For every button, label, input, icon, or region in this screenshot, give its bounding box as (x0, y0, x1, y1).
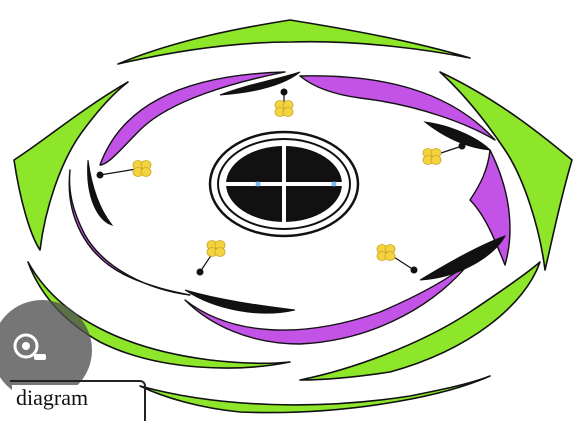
petal-left (69, 170, 190, 295)
anther (275, 101, 293, 117)
lens-badge-icon (10, 330, 50, 370)
ovule-right (332, 182, 337, 187)
anther (423, 149, 441, 165)
filament-base (97, 172, 104, 179)
filament-base (281, 89, 288, 96)
sepal-top (118, 20, 470, 64)
stamen-lower-left (197, 241, 226, 276)
stamen-lower-right (377, 245, 418, 274)
diagram-caption: diagram (12, 385, 92, 411)
filament-base (459, 143, 466, 150)
stamen-right (423, 143, 466, 165)
margin-lower-right (420, 236, 505, 280)
filament-base (411, 267, 418, 274)
stamen-top (275, 89, 293, 117)
margin-bottom (185, 290, 295, 313)
gynoecium (210, 132, 358, 236)
ovule-left (256, 182, 261, 187)
sepal-bottom (140, 376, 490, 413)
margin-left (88, 160, 112, 225)
filament-base (197, 269, 204, 276)
